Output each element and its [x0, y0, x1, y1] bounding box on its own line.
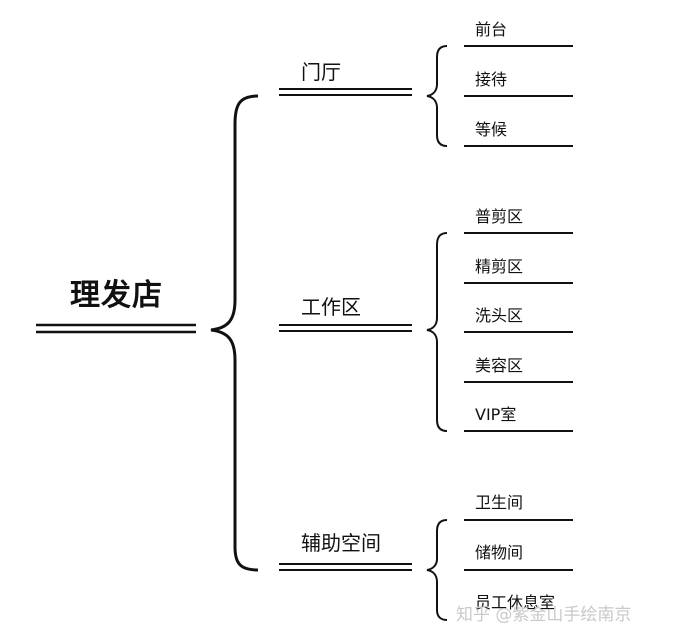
leaf-item: 储物间	[475, 543, 524, 562]
sub-brace-1	[426, 45, 448, 147]
category-underline-1	[279, 88, 412, 96]
leaf-item: 精剪区	[475, 257, 524, 276]
category-label-auxiliary: 辅助空间	[301, 531, 381, 555]
watermark: 知乎 @紫金山手绘南京	[456, 605, 632, 625]
leaf-item: 员工休息室	[475, 593, 556, 612]
leaf-item: 前台	[475, 20, 508, 39]
leaf-item: 等候	[475, 120, 508, 139]
category-underline-2	[279, 324, 412, 332]
category-underline-3	[279, 563, 412, 571]
root-underline	[36, 323, 196, 334]
sub-brace-2	[426, 232, 448, 432]
main-brace	[210, 94, 259, 572]
category-label-work-area: 工作区	[301, 295, 361, 319]
root-node-label: 理发店	[70, 278, 163, 313]
leaf-item: VIP室	[475, 405, 517, 424]
leaf-item: 接待	[475, 70, 508, 89]
leaf-item: 洗头区	[475, 306, 524, 325]
leaf-item: 美容区	[475, 356, 524, 375]
category-label-lobby: 门厅	[301, 60, 341, 84]
leaf-item: 卫生间	[475, 493, 524, 512]
leaf-item: 普剪区	[475, 207, 524, 226]
leaf-underlines	[464, 45, 573, 571]
sub-brace-3	[426, 519, 448, 621]
